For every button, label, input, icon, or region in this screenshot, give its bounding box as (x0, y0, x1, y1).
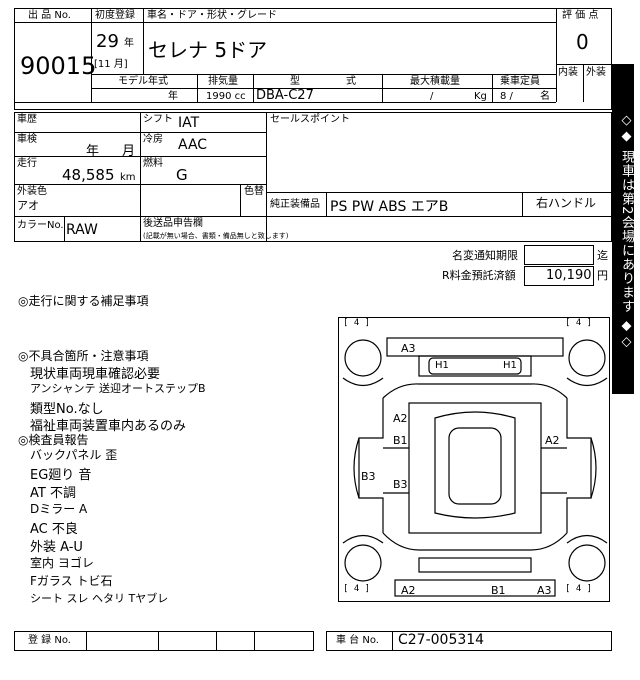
ext-color-label: 外装色 (17, 186, 47, 197)
mileage-label: 走行 (17, 158, 37, 169)
lot-label: 出 品 No. (28, 10, 71, 21)
grade-label: 評 価 点 (562, 10, 599, 21)
year-unit: 年 (124, 38, 134, 49)
inspector-line: AC 不良 (30, 522, 78, 537)
lot-number: 90015 (20, 52, 97, 80)
inspector-line: Fガラス トビ石 (30, 574, 113, 588)
damage-mark: B3 (393, 478, 408, 491)
inspector-line: バックパネル 歪 (30, 448, 118, 462)
interior-label: 内装 (558, 67, 578, 78)
recycle-box (524, 266, 594, 286)
equipment-label: 純正装備品 (270, 199, 320, 210)
damage-mark: B1 (491, 584, 506, 597)
mileage-unit: km (120, 172, 136, 183)
spec-table (14, 112, 612, 242)
inspector-line: 室内 ヨゴレ (30, 556, 94, 570)
color-change-label: 色替 (244, 186, 264, 197)
max-load-slash: / (430, 91, 434, 102)
car-diagram: [ 4 ] [ 4 ] [ 4 ] [ 4 ] A3 H1 H1 A2 B1 A… (338, 317, 610, 602)
inspector-line: Dミラー A (30, 502, 88, 516)
damage-mark: B1 (393, 434, 408, 447)
name-change-label: 名変通知期限 (452, 249, 518, 262)
aftermarket-label: 後送品申告欄 (143, 218, 203, 229)
color-no-value: RAW (66, 222, 98, 238)
displacement-label: 排気量 (208, 76, 238, 87)
inspection-year: 年 (86, 144, 100, 159)
inspection-label: 車検 (17, 134, 37, 145)
car-name: セレナ 5ドア (148, 38, 268, 62)
model-year-label: モデル年式 (118, 76, 168, 87)
max-load-label: 最大積載量 (410, 76, 460, 87)
recycle-value: 10,190 (546, 268, 592, 283)
displacement-value: 1990 cc (206, 91, 246, 102)
damage-mark: A2 (401, 584, 416, 597)
inspector-line: EG廻り 音 (30, 468, 92, 483)
tire-label-front-left: [ 4 ] (343, 318, 371, 328)
defects-title: ◎不具合箇所・注意事項 (18, 349, 149, 363)
reg-no-row (14, 631, 314, 651)
tire-label-rear-right: [ 4 ] (565, 584, 593, 594)
type-label-2: 式 (346, 76, 356, 87)
inspector-line: シート スレ ヘタリ Tヤブレ (30, 592, 169, 605)
supplement-title: ◎走行に関する補足事項 (18, 294, 149, 308)
damage-mark: B3 (361, 470, 376, 483)
aftermarket-note: (記載が無い場合、書類・備品無しと致します) (143, 232, 289, 240)
damage-mark: A3 (401, 342, 416, 355)
name-change-box (524, 245, 594, 265)
ac-value: AAC (178, 137, 208, 153)
chassis-label: 車 台 No. (336, 635, 379, 646)
defect-line: 類型No.なし (30, 402, 104, 417)
grade-value: 0 (576, 30, 589, 54)
reg-no-label: 登 録 No. (28, 635, 71, 646)
sidebar-notice: ◇◆ 現車は第2会場にあります ◆◇ (612, 64, 634, 394)
car-name-label: 車名・ドア・形状・グレード (147, 10, 277, 21)
damage-mark: H1 (503, 360, 517, 371)
type-label: 型 (290, 76, 300, 87)
chassis-value: C27-005314 (398, 632, 485, 648)
tire-label-front-right: [ 4 ] (565, 318, 593, 328)
inspection-month: 月 (122, 144, 136, 159)
inspector-line: 外装 A-U (30, 540, 83, 555)
equipment-value: PS PW ABS エアB (330, 199, 449, 215)
max-load-unit: Kg (474, 91, 487, 102)
inspector-title: ◎検査員報告 (18, 433, 89, 447)
recycle-unit: 円 (597, 269, 608, 282)
first-reg-month: [11 月] (94, 59, 128, 70)
name-change-unit: 迄 (597, 249, 608, 262)
color-no-label: カラーNo. (17, 220, 64, 231)
defect-line: 福祉車両装置車内あるのみ (30, 419, 187, 434)
chassis-row (326, 631, 612, 651)
ext-color-value: アオ (17, 199, 39, 212)
car-outline (342, 337, 608, 597)
sales-point-label: セールスポイント (270, 114, 350, 125)
exterior-label: 外装 (586, 67, 606, 78)
fuel-value: G (176, 166, 188, 184)
shift-value: IAT (178, 115, 200, 131)
fuel-label: 燃料 (143, 158, 163, 169)
damage-mark: A2 (393, 412, 408, 425)
capacity-unit: 名 (540, 91, 550, 102)
defect-line: 現状車両現車確認必要 (30, 367, 161, 382)
tire-label-rear-left: [ 4 ] (343, 584, 371, 594)
header-table (14, 8, 612, 110)
history-label: 車歴 (17, 114, 37, 125)
steering-value: 右ハンドル (536, 196, 597, 210)
capacity-value: 8 / (500, 91, 513, 102)
damage-mark: H1 (435, 360, 449, 371)
shift-label: シフト (143, 114, 173, 125)
defect-line: アンシャンテ 送迎オートステップB (30, 382, 206, 395)
mileage-value: 48,585 (62, 166, 115, 184)
damage-mark: A3 (537, 584, 552, 597)
recycle-label: R料金預託済額 (442, 269, 516, 282)
first-reg-label: 初度登録 (95, 10, 135, 21)
model-year-unit: 年 (168, 91, 178, 102)
damage-mark: A2 (545, 434, 560, 447)
capacity-label: 乗車定員 (500, 76, 540, 87)
inspector-line: AT 不調 (30, 486, 76, 501)
first-reg-year: 29 (96, 31, 119, 52)
type-value: DBA-C27 (256, 88, 314, 103)
ac-label: 冷房 (143, 134, 163, 145)
